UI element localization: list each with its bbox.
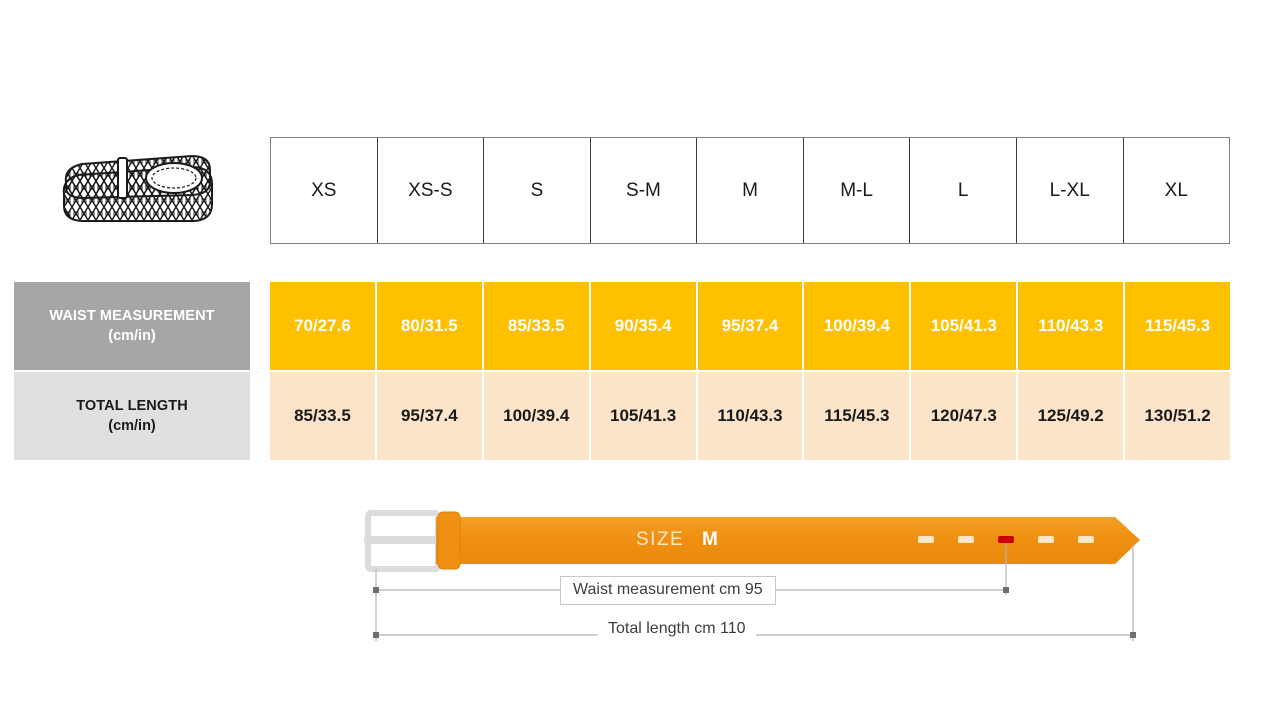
belt-size-caption-label: SIZE [636, 529, 685, 550]
total-length-dimension-label: Total length cm 110 [598, 618, 756, 640]
size-header-cell: S [484, 138, 591, 243]
waist-value-cell: 80/31.5 [376, 282, 484, 370]
size-header-cell: M-L [804, 138, 911, 243]
waist-dimension-label: Waist measurement cm 95 [560, 576, 776, 605]
waist-value-cell: 85/33.5 [483, 282, 591, 370]
waist-value-cell: 70/27.6 [270, 282, 377, 370]
belt-size-caption-value: M [702, 529, 718, 550]
total-length-value-cell: 95/37.4 [376, 372, 484, 460]
total-length-value-cell: 110/43.3 [697, 372, 805, 460]
belt-hole [918, 536, 934, 543]
waist-value-cell: 115/45.3 [1125, 282, 1231, 370]
total-length-row: TOTAL LENGTH (cm/in) 85/33.5 95/37.4 100… [0, 372, 1280, 460]
size-header-cell: XS [271, 138, 378, 243]
waist-measurement-row: WAIST MEASUREMENT (cm/in) 70/27.6 80/31.… [0, 282, 1280, 370]
belt-hole [1078, 536, 1094, 543]
waist-value-cells: 70/27.6 80/31.5 85/33.5 90/35.4 95/37.4 … [270, 282, 1231, 370]
waist-value-cell: 105/41.3 [911, 282, 1019, 370]
belt-hole-active [998, 536, 1014, 543]
size-header-cell: S-M [591, 138, 698, 243]
total-length-label-line1: TOTAL LENGTH [76, 397, 188, 414]
size-header-cell: XS-S [378, 138, 485, 243]
total-length-value-cell: 120/47.3 [911, 372, 1019, 460]
total-length-value-cell: 100/39.4 [483, 372, 591, 460]
belt-hole [1038, 536, 1054, 543]
waist-value-cell: 110/43.3 [1018, 282, 1126, 370]
belt-keeper-loop [437, 511, 461, 570]
total-length-value-cell: 85/33.5 [270, 372, 377, 460]
belt-hole [958, 536, 974, 543]
waist-value-cell: 90/35.4 [590, 282, 698, 370]
total-length-label-line2: (cm/in) [108, 418, 156, 434]
belt-measurement-diagram [340, 495, 1170, 665]
total-length-value-cell: 125/49.2 [1018, 372, 1126, 460]
waist-value-cell: 100/39.4 [804, 282, 912, 370]
total-length-value-cells: 85/33.5 95/37.4 100/39.4 105/41.3 110/43… [270, 372, 1231, 460]
size-header-cell: XL [1164, 179, 1188, 201]
total-length-value-cell: 130/51.2 [1125, 372, 1231, 460]
waist-measurement-label: WAIST MEASUREMENT (cm/in) [14, 282, 250, 370]
size-header-cell: M [697, 138, 804, 243]
size-header-cell: L-XL [1017, 138, 1124, 243]
belt-strap [436, 517, 1140, 564]
waist-value-cell: 95/37.4 [697, 282, 805, 370]
total-length-value-cell: 115/45.3 [804, 372, 912, 460]
product-belt-icon [52, 142, 222, 242]
size-header-row: XS XS-S S S-M M M-L L L-XL XL [270, 137, 1230, 244]
waist-label-line1: WAIST MEASUREMENT [49, 307, 215, 324]
total-length-label: TOTAL LENGTH (cm/in) [14, 372, 250, 460]
waist-label-line2: (cm/in) [108, 328, 156, 344]
size-header-cell: L [910, 138, 1017, 243]
total-length-value-cell: 105/41.3 [590, 372, 698, 460]
